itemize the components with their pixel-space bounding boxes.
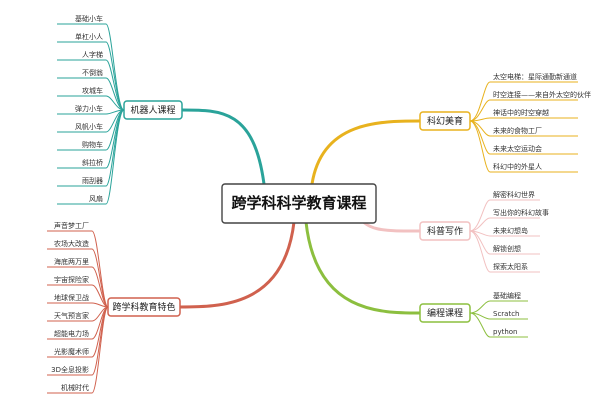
branch-label-features: 跨学科教育特色 — [112, 301, 175, 313]
leaf-label: 斜拉桥 — [82, 158, 103, 167]
leaf-connector — [105, 109, 125, 205]
leaf-connector — [469, 199, 491, 232]
branch-coding[interactable]: 编程课程 — [419, 303, 471, 323]
leaf-connector — [91, 284, 109, 308]
leaf-connector — [105, 59, 125, 111]
leaf-label: 未来幻想岛 — [493, 226, 528, 235]
leaf-label: 地球保卫战 — [54, 293, 89, 302]
leaf-label: 超能电力场 — [54, 329, 89, 338]
leaf-label: 购物车 — [82, 140, 103, 149]
leaf-label: 神话中的时空穿越 — [493, 108, 549, 117]
leaf-robot-5[interactable]: 弹力小车 — [57, 104, 125, 115]
leaf-label: 未来的食物工厂 — [493, 126, 542, 135]
leaf-connector — [105, 77, 125, 111]
leaf-label: 时空连接——来自外太空的伙伴 — [493, 90, 591, 99]
leaf-connector — [469, 230, 491, 255]
leaf-label: 风帆小车 — [75, 122, 103, 131]
leaf-features-3[interactable]: 宇宙探险家 — [47, 275, 109, 308]
leaf-features-9[interactable]: 机械时代 — [47, 306, 109, 394]
leaf-label: 弹力小车 — [75, 104, 103, 113]
leaf-label: 写出你的科幻故事 — [493, 208, 549, 217]
leaf-robot-2[interactable]: 人字梯 — [57, 50, 125, 111]
leaf-label: 单杠小人 — [75, 32, 103, 41]
leaf-label: 光影魔术师 — [54, 347, 89, 356]
branch-features[interactable]: 跨学科教育特色 — [107, 297, 181, 317]
leaf-scifi-art-2[interactable]: 神话中的时空穿越 — [469, 108, 578, 122]
leaf-label: python — [493, 328, 518, 336]
leaf-connector — [469, 300, 491, 314]
leaf-label: 解锁创想 — [493, 244, 521, 253]
leaf-label: 风扇 — [89, 194, 103, 203]
leaf-connector — [91, 306, 109, 376]
leaf-robot-3[interactable]: 不倒翁 — [57, 68, 125, 111]
leaf-label: 天气预言家 — [54, 311, 89, 320]
branch-writing[interactable]: 科普写作 — [419, 221, 471, 241]
leaf-label: 农场大改造 — [54, 239, 89, 248]
leaf-label: 机械时代 — [61, 383, 89, 392]
branch-robot[interactable]: 机器人课程 — [123, 100, 183, 120]
leaf-label: 攻城车 — [82, 86, 103, 95]
leaf-label: 雨刮器 — [82, 176, 103, 185]
leaf-robot-10[interactable]: 风扇 — [57, 109, 125, 205]
leaf-features-5[interactable]: 天气预言家 — [47, 306, 109, 322]
leaf-label: 探索太阳系 — [493, 262, 528, 271]
leaf-scifi-art-1[interactable]: 时空连接——来自外太空的伙伴 — [469, 90, 591, 122]
leaf-label: 人字梯 — [82, 50, 103, 59]
leaf-connector — [469, 230, 491, 273]
leaf-connector — [469, 312, 491, 338]
leaf-label: 基础编程 — [493, 291, 521, 300]
leaf-writing-2[interactable]: 未来幻想岛 — [469, 226, 540, 237]
leaf-scifi-art-4[interactable]: 未来太空运动会 — [469, 120, 578, 155]
branch-label-robot: 机器人课程 — [130, 104, 175, 116]
leaf-label: 海底两万里 — [54, 257, 89, 266]
leaf-connector — [91, 248, 109, 308]
leaf-label: 解密科幻世界 — [493, 190, 535, 199]
leaf-features-4[interactable]: 地球保卫战 — [47, 293, 109, 308]
leaf-label: 声音梦工厂 — [54, 221, 89, 230]
leaf-writing-0[interactable]: 解密科幻世界 — [469, 190, 540, 232]
central-topic-box — [221, 183, 377, 224]
leaf-robot-6[interactable]: 风帆小车 — [57, 109, 125, 133]
node-layer: 机器人课程 基础小车单杠小人人字梯不倒翁攻城车弹力小车风帆小车购物车斜拉桥雨刮器风… — [47, 14, 591, 394]
branch-connector-coding — [304, 220, 422, 315]
leaf-label: Scratch — [493, 310, 520, 318]
leaf-coding-1[interactable]: Scratch — [469, 310, 528, 320]
leaf-connector — [469, 99, 491, 122]
leaf-label: 科幻中的外星人 — [493, 162, 542, 171]
central-topic[interactable]: 跨学科科学教育课程 — [221, 183, 377, 224]
branch-label-coding: 编程课程 — [427, 307, 463, 319]
leaf-label: 不倒翁 — [82, 68, 103, 77]
leaf-writing-4[interactable]: 探索太阳系 — [469, 230, 540, 273]
leaf-connector — [469, 81, 491, 122]
leaf-connector — [469, 120, 491, 173]
leaf-scifi-art-5[interactable]: 科幻中的外星人 — [469, 120, 578, 173]
leaf-scifi-art-3[interactable]: 未来的食物工厂 — [469, 120, 578, 137]
leaf-label: 基础小车 — [75, 14, 103, 23]
leaf-coding-2[interactable]: python — [469, 312, 528, 338]
branch-label-writing: 科普写作 — [427, 225, 463, 237]
leaf-scifi-art-0[interactable]: 太空电梯：星际通勤新通道 — [469, 72, 578, 122]
leaf-label: 未来太空运动会 — [493, 144, 542, 153]
branch-connector-robot — [180, 108, 266, 186]
branch-scifi-art[interactable]: 科幻美育 — [419, 111, 471, 131]
leaf-label: 3D全息投影 — [51, 365, 89, 374]
leaf-label: 宇宙探险家 — [54, 275, 89, 284]
central-topic-title: 跨学科科学教育课程 — [231, 194, 366, 212]
branch-label-scifi-art: 科幻美育 — [427, 115, 463, 127]
branch-connector-scifi-art — [310, 119, 422, 186]
leaf-connector — [469, 120, 491, 155]
leaf-label: 太空电梯：星际通勤新通道 — [493, 72, 577, 81]
leaf-connector — [91, 306, 109, 394]
branch-connector-features — [178, 220, 296, 309]
